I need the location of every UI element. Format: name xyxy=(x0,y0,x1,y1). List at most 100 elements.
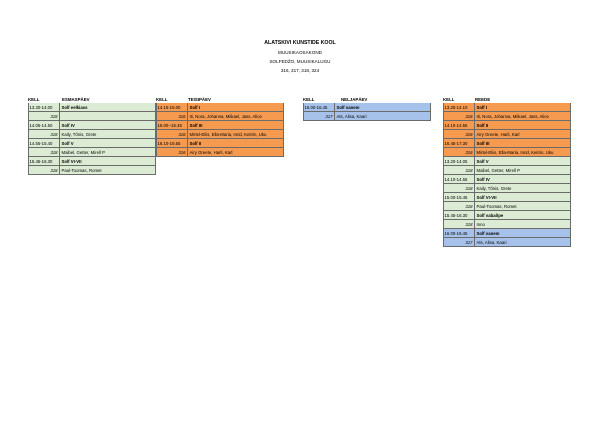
lesson-students: Maibel, Getter, Mirell P xyxy=(61,150,105,155)
day-name: TEISIPÄEV xyxy=(188,97,211,102)
lesson-students: Airy Greete, Harli, Karl xyxy=(189,150,233,155)
lesson-time: 14.10-14.55 xyxy=(443,175,475,184)
lesson-name: Solf I xyxy=(476,105,488,110)
lesson-time: 16.45-17.30 xyxy=(443,139,475,148)
lesson-time: 13.20-14.05 xyxy=(443,157,475,166)
lesson-room: 316 xyxy=(156,148,188,157)
lesson-name: Solf III xyxy=(476,141,490,146)
lesson-room: 316 xyxy=(443,148,475,157)
lesson-room: 318 xyxy=(28,130,60,139)
lesson-students: Kaily, Tõnis, Grete xyxy=(61,132,97,137)
subject-names: SOLFEDŽO, MUUSIKALUGU xyxy=(269,59,331,64)
lesson-room: 318 xyxy=(443,220,475,229)
lesson-room: 316 xyxy=(156,112,188,121)
lesson-name: Solf IV xyxy=(61,123,75,128)
lesson-room: 316 xyxy=(443,112,475,121)
lesson-time: 14.55-15.40 xyxy=(28,139,60,148)
lesson-students: Ats, Alisa, Kaari xyxy=(336,114,367,119)
lesson-room: 316 xyxy=(443,130,475,139)
lesson-students: Airy Greete, Harli, Karl xyxy=(476,132,520,137)
lesson-students: Paul-Toomas, Romet xyxy=(61,168,102,173)
lesson-name: Solf vabaõpe xyxy=(476,213,504,218)
lesson-name: Solf V xyxy=(61,141,74,146)
lesson-room: 318 xyxy=(443,166,475,175)
day-name: NELJAPÄEV xyxy=(341,97,368,102)
lesson-students: Mirtel-Eliis, Ella-Maria, Inrid, Keitrin… xyxy=(476,150,554,155)
department-name: MUUSIKAOSAKOND xyxy=(278,50,322,55)
lesson-room: 318 xyxy=(28,112,60,121)
lesson-name: Solf III xyxy=(189,123,203,128)
lesson-name: Solf vanem xyxy=(336,105,360,110)
lesson-room: 318 xyxy=(443,184,475,193)
lesson-name: Solf IV xyxy=(476,177,490,182)
lesson-room: 317 xyxy=(303,112,335,121)
lesson-name: Solf II xyxy=(189,141,202,146)
lesson-room: 318 xyxy=(28,166,60,175)
lesson-room: 318 xyxy=(28,148,60,157)
lesson-row-room: 318 xyxy=(28,112,156,121)
time-column-label: KELL xyxy=(303,97,315,102)
lesson-time: 14.05-14.50 xyxy=(28,121,60,130)
lesson-name: Solf VI-VII xyxy=(476,195,497,200)
day-name: ESMASPÄEV xyxy=(62,97,90,102)
lesson-students: Ats, Alisa, Kaari xyxy=(476,240,507,245)
lesson-time: 16.00-16.45 xyxy=(443,229,475,238)
lesson-name: Solf VI-VII xyxy=(61,159,82,164)
lesson-students xyxy=(60,112,156,121)
lesson-name: Solf I xyxy=(189,105,201,110)
room-list: 316, 317, 318, 324 xyxy=(280,68,320,73)
lesson-students: Iti, Nora, Johanna, Miikael, Jass, Alice xyxy=(476,114,549,119)
lesson-time: 13.30-14.00 xyxy=(28,103,60,112)
lesson-time: 14.15-15.00 xyxy=(156,103,188,112)
lesson-time: 16.10-16.55 xyxy=(156,139,188,148)
time-column-label: KELL xyxy=(28,97,40,102)
lesson-time: 15.45-16.30 xyxy=(28,157,60,166)
lesson-students: Paul-Toomas, Romet xyxy=(476,204,517,209)
lesson-time: 15.00--15.45 xyxy=(156,121,188,130)
lesson-students: Inno xyxy=(476,222,485,227)
lesson-students: Iti, Nora, Johanna, Miikael, Jass, Alice xyxy=(189,114,262,119)
lesson-name: Solf V xyxy=(476,159,489,164)
lesson-students: Kaily, Tõnis, Grete xyxy=(476,186,512,191)
